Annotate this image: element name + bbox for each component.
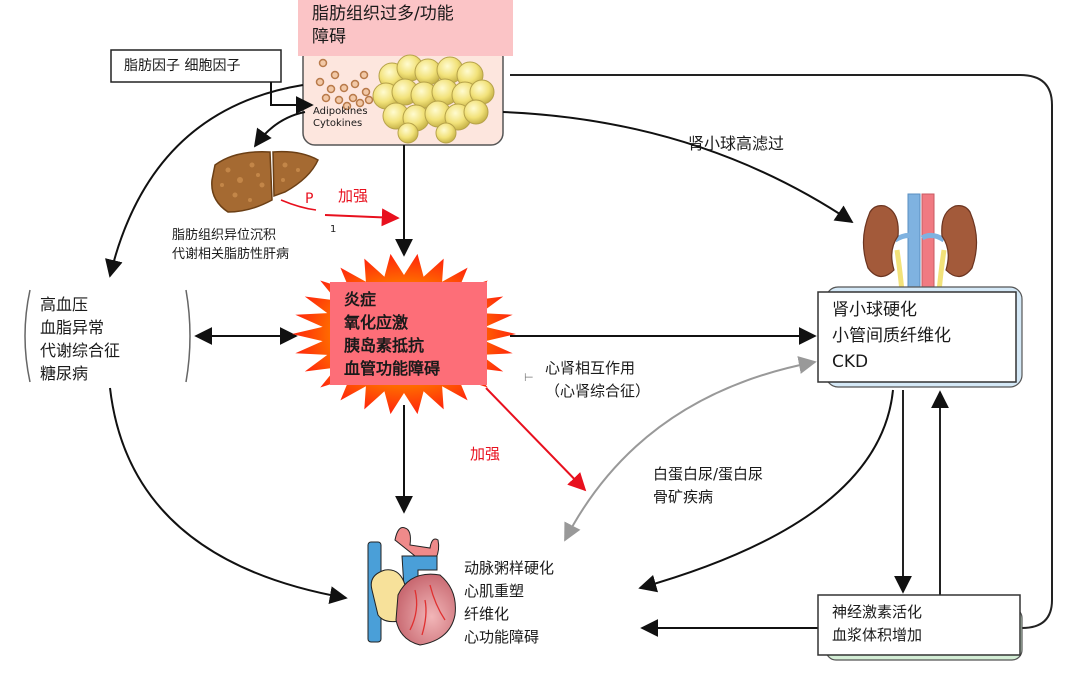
factors-box-frame bbox=[110, 49, 282, 83]
kidney-box-frame bbox=[817, 291, 1017, 383]
enhance-label-upper: 加强 bbox=[338, 187, 369, 205]
fat-cells-icon bbox=[372, 54, 495, 144]
cardiorenal-tick: ⊢ bbox=[524, 371, 534, 384]
heart-icon bbox=[367, 527, 456, 646]
heart-outcomes: 动脉粥样硬化 心肌重塑 纤维化 心功能障碍 bbox=[464, 559, 555, 646]
hyperfiltration-label: 肾小球高滤过 bbox=[688, 134, 785, 153]
adipose-to-kidney-arrow bbox=[502, 111, 854, 224]
liver-enhance-arrow bbox=[324, 208, 400, 227]
neuro-box-frame bbox=[817, 594, 1021, 656]
factors-connector bbox=[270, 82, 314, 114]
adipose-to-metabolic-arrow bbox=[105, 84, 304, 278]
metabolic-to-heart-arrow bbox=[109, 387, 348, 605]
outer-loop-line bbox=[510, 74, 1053, 629]
cardiorenal-label: 心肾相互作用 （心肾综合征） bbox=[545, 359, 651, 400]
inflammation-starburst bbox=[292, 253, 516, 415]
factors-label: 脂肪因子 细胞因子 bbox=[124, 58, 241, 74]
metabolic-bracket-right bbox=[185, 289, 191, 383]
enhance-label-lower: 加强 bbox=[470, 445, 501, 463]
liver-partial-label: P bbox=[305, 191, 314, 207]
metabolic-box: 高血压 血脂异常 代谢综合征 糖尿病 bbox=[40, 295, 121, 383]
adipokine-dots bbox=[315, 58, 374, 111]
inflammation-box: 炎症 氧化应激 胰岛素抵抗 血管功能障碍 bbox=[344, 290, 441, 378]
kidneys-icon bbox=[862, 193, 978, 295]
fatty-liver-icon bbox=[211, 150, 319, 213]
adipose-title: 脂肪组织过多/功能 障碍 bbox=[312, 4, 454, 47]
albuminuria-label: 白蛋白尿/蛋白尿 骨矿疾病 bbox=[653, 465, 764, 506]
enhance-lower-arrow bbox=[485, 387, 587, 492]
metabolic-bracket-left bbox=[24, 289, 31, 383]
liver-caption: 脂肪组织异位沉积 代谢相关脂肪性肝病 bbox=[172, 228, 290, 262]
adipose-to-liver-arrow bbox=[253, 111, 306, 148]
adipokines-label: Adipokines Cytokines bbox=[313, 106, 368, 129]
kidney-to-heart-arrow bbox=[638, 389, 894, 593]
cardiorenal-gray-arrow bbox=[564, 356, 817, 542]
adipose-panel bbox=[298, 0, 513, 146]
stray-mark: 1 bbox=[330, 224, 337, 235]
kidney-box: 肾小球硬化 小管间质纤维化 CKD bbox=[832, 300, 951, 372]
liver-enhance-arc bbox=[280, 199, 317, 211]
neurohormonal-box: 神经激素活化 血浆体积增加 bbox=[832, 603, 923, 644]
